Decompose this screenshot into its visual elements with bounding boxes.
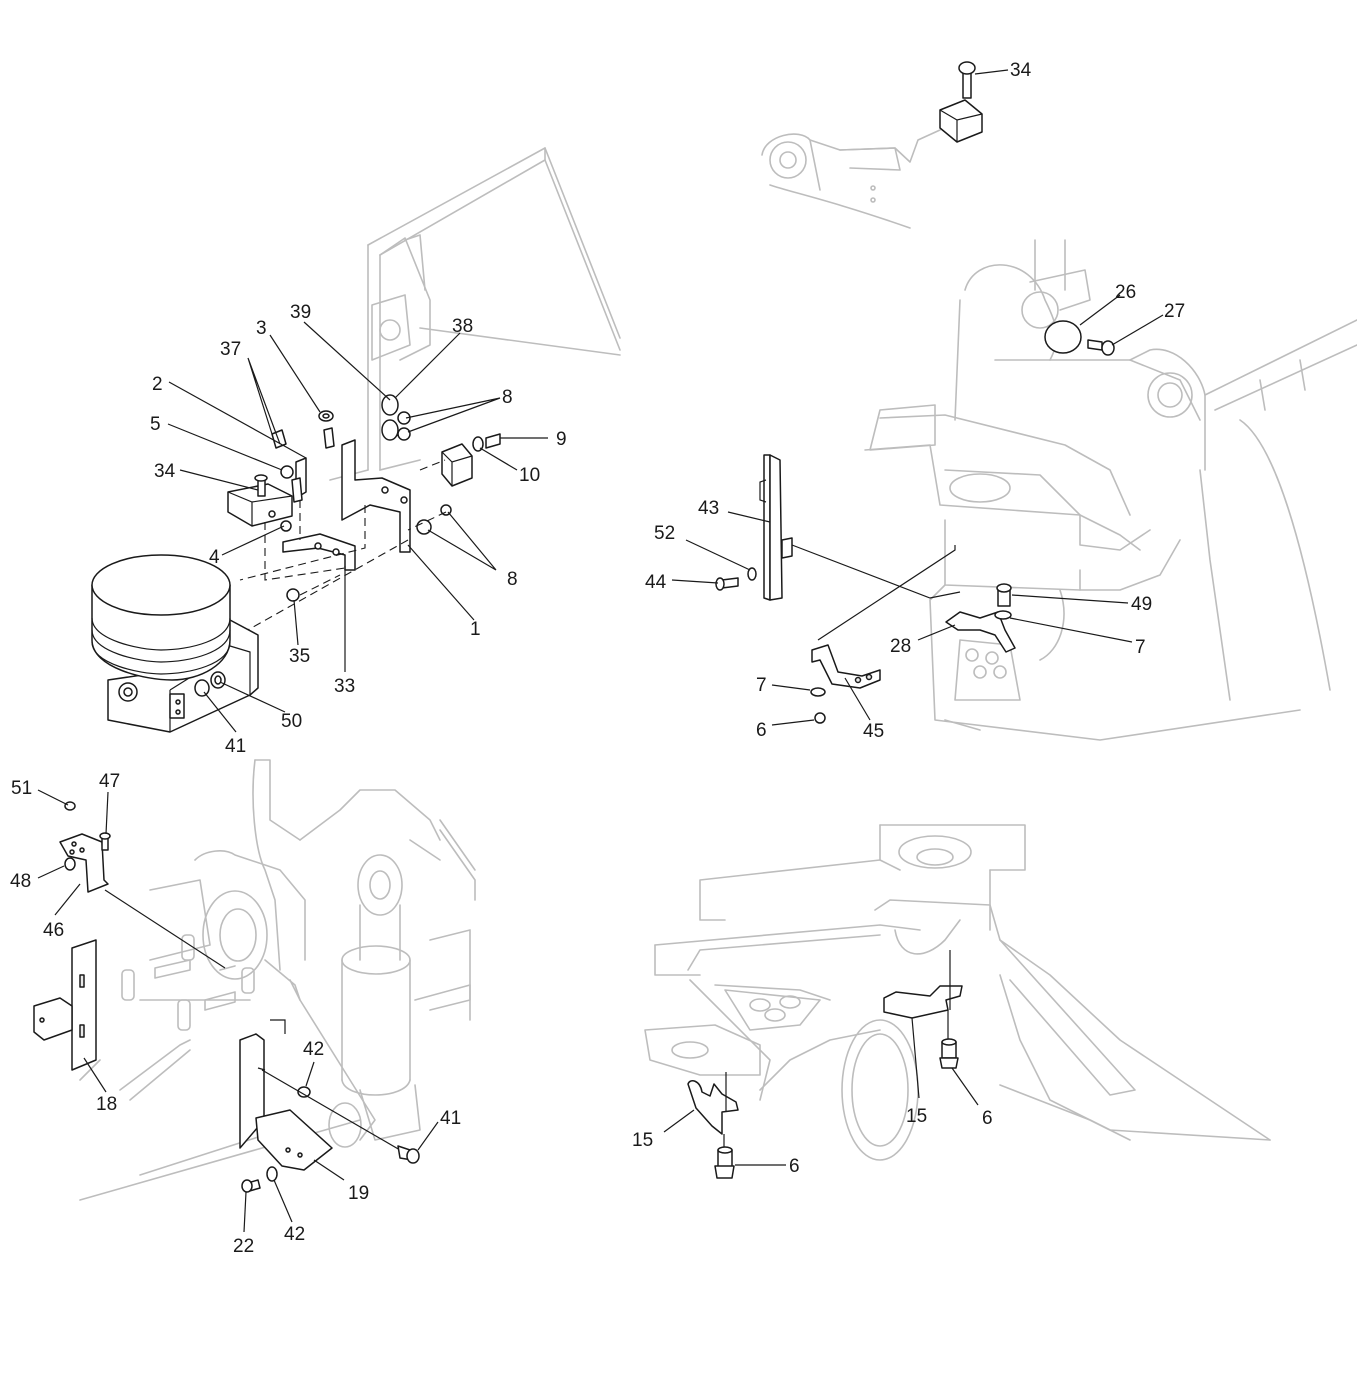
callout-tl-3: 3 bbox=[256, 318, 267, 339]
bracket-28 bbox=[945, 583, 1016, 653]
bracket-46 bbox=[59, 801, 226, 969]
callout-tr-49: 49 bbox=[1131, 594, 1152, 615]
clip-15-left bbox=[687, 1072, 739, 1148]
callout-tl-8b: 8 bbox=[507, 569, 518, 590]
callout-tl-50: 50 bbox=[281, 711, 302, 732]
callout-bl-42a: 42 bbox=[303, 1039, 324, 1060]
callout-tl-34: 34 bbox=[154, 461, 176, 482]
callout-bl-42b: 42 bbox=[284, 1224, 305, 1245]
dashed-guides-top-left bbox=[229, 459, 447, 641]
callout-tr-7b: 7 bbox=[756, 675, 767, 696]
callout-tr-52: 52 bbox=[654, 523, 675, 544]
bolt-6-left bbox=[714, 1146, 735, 1179]
callout-tl-41: 41 bbox=[225, 736, 246, 757]
callout-br-15b: 15 bbox=[906, 1106, 927, 1127]
clip-15-right bbox=[883, 950, 963, 1040]
callout-tr-7a: 7 bbox=[1135, 637, 1146, 658]
bracket-19 bbox=[239, 1019, 333, 1171]
bolt-6-right bbox=[939, 1038, 959, 1069]
leaders-bottom-right bbox=[663, 1017, 979, 1166]
fasteners-bottom-left bbox=[241, 1069, 420, 1193]
fasteners-45 bbox=[810, 687, 826, 724]
callout-br-6b: 6 bbox=[982, 1108, 993, 1129]
callout-tl-33: 33 bbox=[334, 676, 355, 697]
boom-foot-ghost bbox=[644, 824, 1271, 1161]
bracket-2 bbox=[291, 457, 307, 503]
callout-tl-4: 4 bbox=[209, 547, 220, 568]
callout-br-15a: 15 bbox=[632, 1130, 653, 1151]
bottom-left-assembly bbox=[33, 759, 476, 1233]
callout-tr-34: 34 bbox=[1010, 60, 1032, 81]
callout-tl-2: 2 bbox=[152, 374, 163, 395]
callout-tr-26: 26 bbox=[1115, 282, 1136, 303]
leaders-top-right bbox=[671, 69, 1164, 726]
callout-bl-47: 47 bbox=[99, 771, 120, 792]
callout-tl-8a: 8 bbox=[502, 387, 513, 408]
callout-tr-43: 43 bbox=[698, 498, 719, 519]
callout-tr-45: 45 bbox=[863, 721, 884, 742]
rail-43 bbox=[759, 454, 793, 601]
callout-bl-22: 22 bbox=[233, 1236, 254, 1257]
top-right-assembly bbox=[671, 61, 1357, 741]
block-34-top-right bbox=[939, 61, 983, 143]
boom-cylinder-ghost bbox=[79, 759, 476, 1201]
callout-bl-48: 48 bbox=[10, 871, 31, 892]
callout-br-6a: 6 bbox=[789, 1156, 800, 1177]
frame-ghost bbox=[329, 147, 621, 481]
callout-tl-39: 39 bbox=[290, 302, 311, 323]
callout-tl-35: 35 bbox=[289, 646, 310, 667]
callout-tl-5: 5 bbox=[150, 414, 161, 435]
callout-bl-46: 46 bbox=[43, 920, 64, 941]
leaders-top-left bbox=[167, 321, 548, 733]
bottom-right-assembly bbox=[644, 824, 1271, 1179]
callout-tl-9: 9 bbox=[556, 429, 567, 450]
rotating-beacon bbox=[91, 554, 259, 733]
bracket-18 bbox=[33, 939, 97, 1071]
callout-bl-51: 51 bbox=[11, 778, 32, 799]
bolt-27 bbox=[1087, 339, 1115, 356]
callout-tl-10: 10 bbox=[519, 465, 540, 486]
bracket-33 bbox=[282, 533, 356, 571]
callout-tr-6: 6 bbox=[756, 720, 767, 741]
arm-ghost-top bbox=[761, 129, 941, 229]
callout-tr-28: 28 bbox=[890, 636, 911, 657]
callout-tl-38: 38 bbox=[452, 316, 473, 337]
callout-bl-18: 18 bbox=[96, 1094, 117, 1115]
mounting-plate-1 bbox=[341, 439, 411, 553]
leaders-bottom-left bbox=[37, 789, 439, 1233]
swing-frame-ghost bbox=[864, 239, 1357, 741]
cover-26 bbox=[1044, 320, 1082, 354]
callout-tr-44: 44 bbox=[645, 572, 667, 593]
bracket-45 bbox=[811, 545, 956, 689]
block-10 bbox=[441, 443, 473, 487]
callout-tl-1: 1 bbox=[470, 619, 481, 640]
fasteners-43 bbox=[715, 567, 757, 591]
callout-bl-19: 19 bbox=[348, 1183, 369, 1204]
callout-tr-27: 27 bbox=[1164, 301, 1185, 322]
block-34 bbox=[227, 474, 293, 527]
callout-bl-41: 41 bbox=[440, 1108, 461, 1129]
fasteners-top-left bbox=[271, 394, 501, 602]
top-left-assembly bbox=[91, 147, 621, 733]
callout-tl-37: 37 bbox=[220, 339, 241, 360]
callout-labels: 1234588910333435373839415034262743524449… bbox=[10, 60, 1185, 1257]
cable-43 bbox=[791, 544, 961, 599]
